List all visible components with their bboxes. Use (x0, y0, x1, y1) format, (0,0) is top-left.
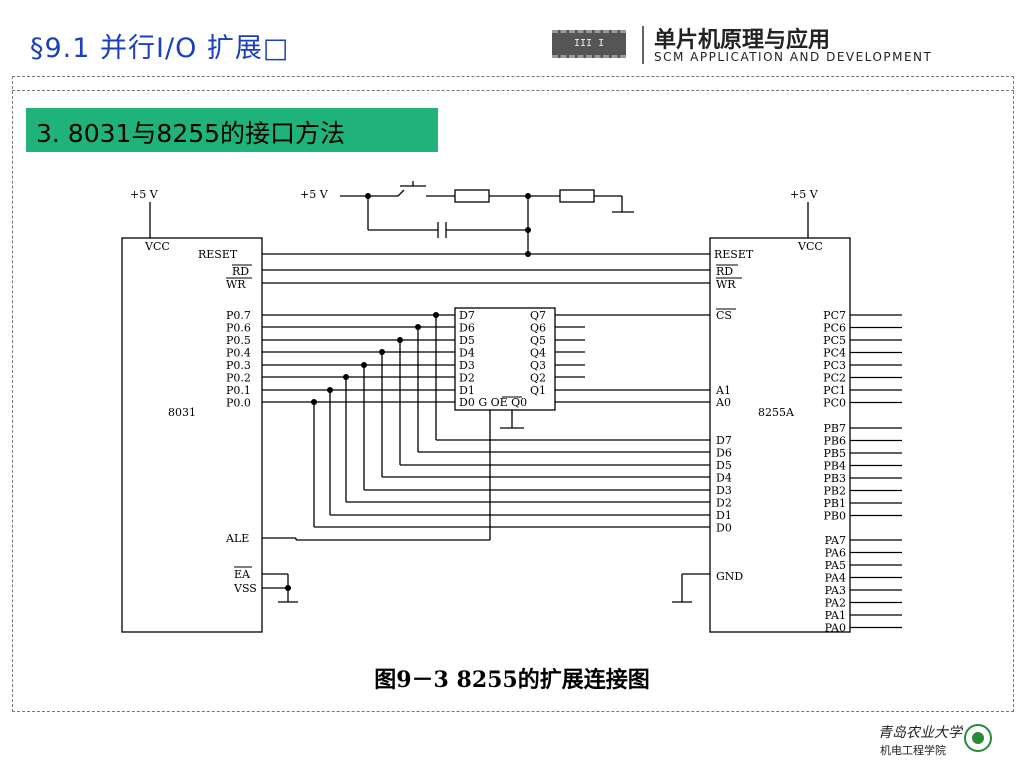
chip-8031-box (121, 237, 263, 633)
port-pin-8031: P0.5 (226, 334, 251, 347)
latch-q-pin: Q3 (530, 359, 546, 372)
gnd-pin-8255: GND (716, 570, 743, 583)
ea-pin-8031: EA (234, 568, 251, 581)
port-pin-8031: P0.0 (226, 397, 251, 410)
latch-q-pin: Q2 (530, 372, 546, 385)
latch-d-pin: D7 (459, 309, 475, 322)
content-frame (12, 76, 1014, 712)
data-pin-8255: D0 (716, 522, 732, 535)
vcc-label-8031: +5 V (130, 188, 159, 201)
latch-d-pin: D1 (459, 384, 475, 397)
pc-pin-8255: PC6 (823, 322, 846, 335)
pb-pin-8255: PB0 (824, 510, 846, 523)
section-heading: 3. 8031与8255的接口方法 (26, 108, 438, 152)
page-title: §9.1 并行I/O 扩展□ (30, 33, 290, 64)
pa-pin-8255: PA2 (825, 597, 846, 610)
port-pin-8031: P0.4 (226, 347, 251, 360)
latch-d-pin: D6 (459, 322, 475, 335)
port-pin-8031: P0.7 (226, 309, 251, 322)
vcc-label-8255: +5 V (790, 188, 819, 201)
port-pin-8031: P0.3 (226, 359, 251, 372)
pa-pin-8255: PA4 (825, 572, 846, 585)
wr-pin-8255: WR (716, 278, 736, 291)
data-pin-8255: D3 (716, 484, 732, 497)
school-name: 青岛农业大学 (878, 725, 962, 741)
pa-pin-8255: PA0 (825, 622, 846, 635)
a1-pin-8255: A1 (715, 384, 731, 397)
chip-8255-label: 8255A (758, 406, 795, 419)
wr-pin-8031: WR (226, 278, 246, 291)
school-logo: 青岛农业大学 机电工程学院 (878, 722, 1008, 762)
port-pin-8031: P0.1 (226, 384, 251, 397)
section-title: 3. 8031与8255的接口方法 (36, 119, 346, 148)
pc-pin-8255: PC0 (823, 397, 846, 410)
cs-pin-8255: CS (716, 309, 732, 322)
vcc-pin-8255: VCC (797, 240, 823, 253)
pc-pin-8255: PC3 (823, 359, 846, 372)
pa-pin-8255: PA5 (825, 559, 846, 572)
chip-label: III I (574, 38, 605, 49)
latch-d-pin: D2 (459, 372, 475, 385)
data-pin-8255: D6 (716, 447, 732, 460)
reset-pin-8031: RESET (198, 248, 238, 261)
figure-caption: 图9－3 8255的扩展连接图 (374, 667, 650, 693)
pa-pin-8255: PA7 (825, 534, 846, 547)
data-pin-8255: D4 (716, 472, 732, 485)
pa-pin-8255: PA6 (825, 547, 846, 560)
chip-8255-box (709, 237, 851, 633)
chip-icon: III I (552, 30, 626, 58)
latch-d-pin: D5 (459, 334, 475, 347)
frame-divider (12, 90, 1014, 91)
school-emblem-icon (964, 724, 992, 752)
latch-q-pin: Q7 (530, 309, 546, 322)
brand-title: 单片机原理与应用 (654, 27, 831, 53)
college-name: 机电工程学院 (880, 744, 946, 757)
latch-d-pin: D4 (459, 347, 475, 360)
port-pin-8031: P0.6 (226, 322, 251, 335)
pa-pin-8255: PA3 (825, 584, 846, 597)
pb-pin-8255: PB3 (824, 472, 846, 485)
pc-pin-8255: PC1 (823, 384, 846, 397)
data-pin-8255: D7 (716, 434, 732, 447)
a0-pin-8255: A0 (715, 396, 731, 409)
pb-pin-8255: PB4 (824, 460, 846, 473)
pc-pin-8255: PC7 (823, 309, 846, 322)
vss-pin-8031: VSS (233, 582, 257, 595)
pb-pin-8255: PB5 (824, 447, 846, 460)
brand-separator (642, 26, 644, 64)
latch-bottom-row: D0 G OE Q0 (459, 396, 527, 409)
pc-pin-8255: PC2 (823, 372, 846, 385)
latch-q-pin: Q5 (530, 334, 546, 347)
latch-box (454, 307, 556, 411)
data-pin-8255: D1 (716, 509, 732, 522)
pa-pin-8255: PA1 (825, 609, 846, 622)
pb-pin-8255: PB1 (824, 497, 846, 510)
data-pin-8255: D2 (716, 497, 732, 510)
latch-d-pin: D3 (459, 359, 475, 372)
rd-pin-8031: RD (232, 265, 249, 278)
pb-pin-8255: PB7 (824, 422, 846, 435)
latch-q-pin: Q4 (530, 347, 546, 360)
brand-logo: III I 单片机原理与应用 SCM APPLICATION AND DEVEL… (552, 20, 1012, 68)
data-pin-8255: D5 (716, 459, 732, 472)
pb-pin-8255: PB2 (824, 485, 846, 498)
latch-q-pin: Q1 (530, 384, 546, 397)
ale-pin-8031: ALE (225, 532, 249, 545)
brand-subtitle: SCM APPLICATION AND DEVELOPMENT (654, 50, 933, 64)
rd-pin-8255: RD (716, 265, 733, 278)
latch-q-pin: Q6 (530, 322, 546, 335)
reset-pin-8255: RESET (714, 248, 754, 261)
chip-8031-label: 8031 (168, 406, 196, 419)
vcc-pin-8031: VCC (144, 240, 170, 253)
pc-pin-8255: PC4 (823, 347, 846, 360)
pb-pin-8255: PB6 (824, 435, 846, 448)
port-pin-8031: P0.2 (226, 372, 251, 385)
pc-pin-8255: PC5 (823, 334, 846, 347)
vcc-label-reset: +5 V (300, 188, 329, 201)
